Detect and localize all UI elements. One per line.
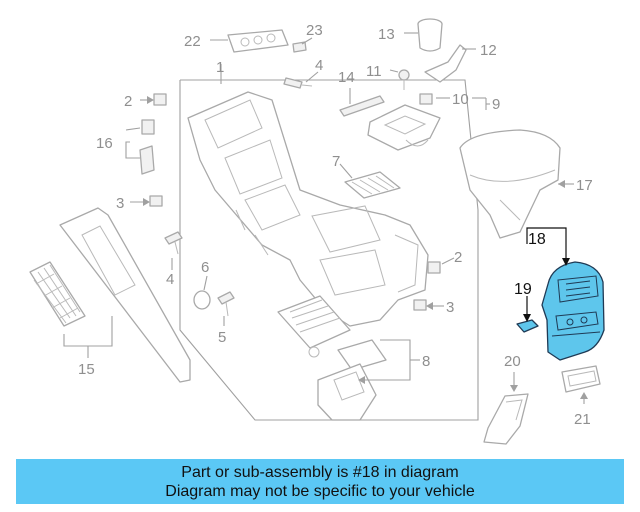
info-banner: Part or sub-assembly is #18 in diagram D… — [16, 459, 624, 504]
callout-9: 9 — [492, 96, 500, 113]
part-3-clip-right[interactable] — [413, 299, 427, 311]
callout-20: 20 — [504, 353, 521, 370]
callout-4-left: 4 — [166, 271, 174, 288]
part-4-screw-left[interactable] — [164, 231, 183, 255]
part-22-bezel[interactable] — [227, 29, 289, 53]
callout-1: 1 — [216, 59, 224, 76]
callout-17: 17 — [576, 177, 593, 194]
callout-4-top: 4 — [315, 57, 323, 74]
part-9-tray[interactable] — [367, 104, 441, 151]
part-10-clip[interactable] — [419, 93, 433, 105]
callout-23: 23 — [306, 22, 323, 39]
callout-22: 22 — [184, 33, 201, 50]
callout-18: 18 — [528, 231, 546, 248]
callout-3-left: 3 — [116, 195, 124, 212]
callout-7: 7 — [332, 153, 340, 170]
part-15-mesh[interactable] — [29, 261, 86, 327]
part-5-screw[interactable] — [217, 291, 235, 317]
callout-10: 10 — [452, 91, 469, 108]
callout-5: 5 — [218, 329, 226, 346]
callout-12: 12 — [480, 42, 497, 59]
part-2-clip-left[interactable] — [153, 93, 167, 106]
part-12-bracket[interactable] — [424, 44, 467, 83]
banner-line-2: Diagram may not be specific to your vehi… — [165, 482, 475, 500]
part-21-vent[interactable] — [561, 365, 601, 393]
part-19-clip-highlighted[interactable] — [516, 319, 539, 333]
part-18-rear-panel-highlighted[interactable] — [541, 261, 605, 361]
part-13-cup[interactable] — [417, 18, 443, 52]
banner-line-1: Part or sub-assembly is #18 in diagram — [181, 463, 459, 481]
callout-14: 14 — [338, 69, 355, 86]
part-4-screw-top[interactable] — [283, 77, 313, 89]
callout-15: 15 — [78, 361, 95, 378]
part-6-cap[interactable] — [193, 290, 211, 310]
part-17-armrest[interactable] — [459, 129, 561, 239]
part-15-side-panel[interactable] — [59, 207, 191, 383]
part-23-clip[interactable] — [292, 41, 307, 53]
callout-2-right: 2 — [454, 249, 462, 266]
part-20-duct[interactable] — [483, 393, 529, 445]
callout-2-left: 2 — [124, 93, 132, 110]
callout-19: 19 — [514, 281, 532, 298]
part-16-bracket[interactable] — [139, 119, 155, 175]
callout-21: 21 — [574, 411, 591, 428]
part-14-trim-strip[interactable] — [339, 95, 385, 117]
callout-8: 8 — [422, 353, 430, 370]
part-1-console[interactable] — [187, 91, 429, 327]
callout-11: 11 — [366, 63, 382, 80]
callout-6: 6 — [201, 259, 209, 276]
part-7-mat[interactable] — [344, 171, 401, 199]
assembly-frame — [179, 79, 479, 421]
callout-13: 13 — [378, 26, 395, 43]
part-2-clip-right[interactable] — [427, 261, 441, 274]
callout-3-right: 3 — [446, 299, 454, 316]
part-11-bolt[interactable] — [398, 69, 410, 90]
part-3-clip-left[interactable] — [149, 195, 163, 207]
callout-16: 16 — [96, 135, 113, 152]
